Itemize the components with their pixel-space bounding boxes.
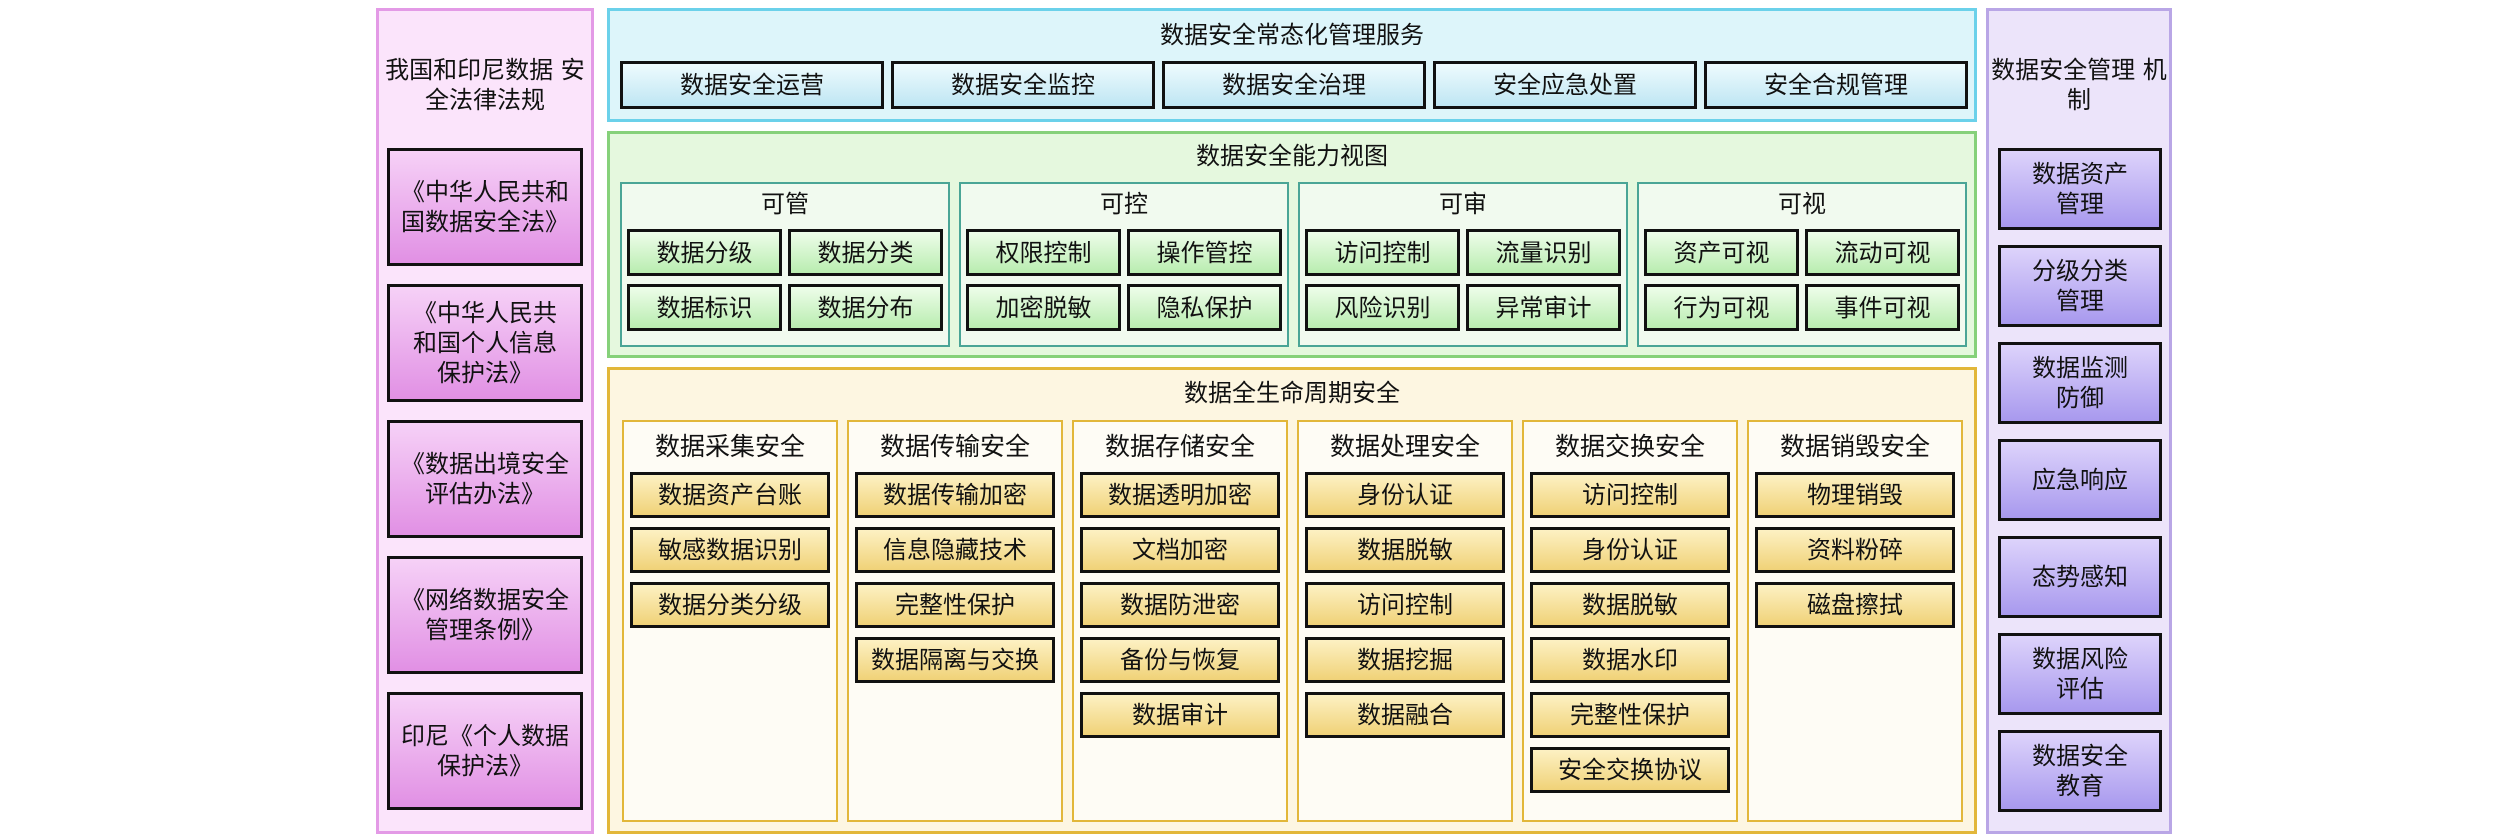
lifecycle-box: 数据融合 — [1305, 692, 1505, 738]
lifecycle-column-title: 数据采集安全 — [654, 432, 805, 461]
service-box: 数据安全运营 — [620, 61, 884, 109]
capability-group-controllable: 可控 权限控制 操作管控 加密脱敏 隐私保护 — [959, 182, 1289, 347]
service-box: 数据安全治理 — [1162, 61, 1426, 109]
law-box: 《中华人民共 和国个人信息 保护法》 — [387, 284, 583, 402]
lifecycle-box: 物理销毁 — [1755, 472, 1955, 518]
mechanism-box: 数据监测 防御 — [1998, 342, 2162, 424]
law-box: 印尼《个人数据 保护法》 — [387, 692, 583, 810]
capability-box: 隐私保护 — [1127, 284, 1282, 331]
services-title: 数据安全常态化管理服务 — [1160, 21, 1424, 49]
mechanism-box: 数据风险 评估 — [1998, 633, 2162, 715]
lifecycle-box: 身份认证 — [1305, 472, 1505, 518]
lifecycle-box: 数据分类分级 — [630, 582, 830, 628]
lifecycle-column-title: 数据销毁安全 — [1779, 432, 1930, 461]
capability-box: 数据分级 — [627, 229, 782, 276]
lifecycle-box: 备份与恢复 — [1080, 637, 1280, 683]
lifecycle-box: 数据审计 — [1080, 692, 1280, 738]
mechanism-box: 数据安全 教育 — [1998, 730, 2162, 812]
capability-box: 数据标识 — [627, 284, 782, 331]
lifecycle-box: 完整性保护 — [855, 582, 1055, 628]
lifecycle-box: 访问控制 — [1305, 582, 1505, 628]
capability-box: 事件可视 — [1805, 284, 1960, 331]
laws-title: 我国和印尼数据 安全法律法规 — [385, 56, 585, 114]
lifecycle-column-title: 数据传输安全 — [879, 432, 1030, 461]
lifecycle-box: 信息隐藏技术 — [855, 527, 1055, 573]
law-box: 《网络数据安全 管理条例》 — [387, 556, 583, 674]
lifecycle-column-exchange: 数据交换安全 访问控制 身份认证 数据脱敏 数据水印 完整性保护 安全交换协议 — [1522, 420, 1738, 822]
lifecycle-box: 数据水印 — [1530, 637, 1730, 683]
capability-group-manageable: 可管 数据分级 数据分类 数据标识 数据分布 — [620, 182, 950, 347]
lifecycle-box: 完整性保护 — [1530, 692, 1730, 738]
capability-box: 数据分布 — [788, 284, 943, 331]
service-box: 数据安全监控 — [891, 61, 1155, 109]
lifecycle-column-transmission: 数据传输安全 数据传输加密 信息隐藏技术 完整性保护 数据隔离与交换 — [847, 420, 1063, 822]
lifecycle-box: 数据挖掘 — [1305, 637, 1505, 683]
law-box: 《中华人民共和 国数据安全法》 — [387, 148, 583, 266]
lifecycle-column-storage: 数据存储安全 数据透明加密 文档加密 数据防泄密 备份与恢复 数据审计 — [1072, 420, 1288, 822]
lifecycle-box: 身份认证 — [1530, 527, 1730, 573]
capability-group-auditable: 可审 访问控制 流量识别 风险识别 异常审计 — [1298, 182, 1628, 347]
lifecycle-box: 数据隔离与交换 — [855, 637, 1055, 683]
capability-box: 风险识别 — [1305, 284, 1460, 331]
capability-box: 数据分类 — [788, 229, 943, 276]
service-box: 安全合规管理 — [1704, 61, 1968, 109]
capability-box: 权限控制 — [966, 229, 1121, 276]
mechanism-title: 数据安全管理 机制 — [1991, 56, 2167, 114]
lifecycle-box: 文档加密 — [1080, 527, 1280, 573]
lifecycle-column-collection: 数据采集安全 数据资产台账 敏感数据识别 数据分类分级 — [622, 420, 838, 822]
capability-box: 流量识别 — [1466, 229, 1621, 276]
lifecycle-box: 数据脱敏 — [1530, 582, 1730, 628]
capability-group-title: 可管 — [761, 190, 809, 218]
lifecycle-column-title: 数据处理安全 — [1329, 432, 1480, 461]
lifecycle-column-title: 数据交换安全 — [1554, 432, 1705, 461]
mechanism-box: 数据资产 管理 — [1998, 148, 2162, 230]
lifecycle-box: 数据传输加密 — [855, 472, 1055, 518]
lifecycle-box: 敏感数据识别 — [630, 527, 830, 573]
capability-box: 操作管控 — [1127, 229, 1282, 276]
lifecycle-column-destruction: 数据销毁安全 物理销毁 资料粉碎 磁盘擦拭 — [1747, 420, 1963, 822]
capability-box: 资产可视 — [1644, 229, 1799, 276]
lifecycle-box: 资料粉碎 — [1755, 527, 1955, 573]
lifecycle-panel: 数据全生命周期安全 数据采集安全 数据资产台账 敏感数据识别 数据分类分级 数据… — [607, 367, 1977, 834]
mechanism-panel: 数据安全管理 机制 数据资产 管理 分级分类 管理 数据监测 防御 应急响应 态… — [1986, 8, 2172, 834]
lifecycle-box: 数据资产台账 — [630, 472, 830, 518]
mechanism-box: 分级分类 管理 — [1998, 245, 2162, 327]
law-box: 《数据出境安全 评估办法》 — [387, 420, 583, 538]
capability-box: 加密脱敏 — [966, 284, 1121, 331]
lifecycle-box: 磁盘擦拭 — [1755, 582, 1955, 628]
capability-group-title: 可控 — [1100, 190, 1148, 218]
lifecycle-title: 数据全生命周期安全 — [1184, 379, 1400, 407]
mechanism-box: 态势感知 — [1998, 536, 2162, 618]
service-box: 安全应急处置 — [1433, 61, 1697, 109]
lifecycle-box: 数据透明加密 — [1080, 472, 1280, 518]
lifecycle-column-processing: 数据处理安全 身份认证 数据脱敏 访问控制 数据挖掘 数据融合 — [1297, 420, 1513, 822]
lifecycle-box: 数据防泄密 — [1080, 582, 1280, 628]
capability-group-visible: 可视 资产可视 流动可视 行为可视 事件可视 — [1637, 182, 1967, 347]
lifecycle-column-title: 数据存储安全 — [1104, 432, 1255, 461]
capability-box: 流动可视 — [1805, 229, 1960, 276]
lifecycle-box: 安全交换协议 — [1530, 747, 1730, 793]
mechanism-box: 应急响应 — [1998, 439, 2162, 521]
lifecycle-box: 数据脱敏 — [1305, 527, 1505, 573]
capability-box: 行为可视 — [1644, 284, 1799, 331]
services-panel: 数据安全常态化管理服务 数据安全运营 数据安全监控 数据安全治理 安全应急处置 … — [607, 8, 1977, 122]
laws-panel: 我国和印尼数据 安全法律法规 《中华人民共和 国数据安全法》 《中华人民共 和国… — [376, 8, 594, 834]
capability-box: 异常审计 — [1466, 284, 1621, 331]
capability-panel: 数据安全能力视图 可管 数据分级 数据分类 数据标识 数据分布 可控 权限控制 … — [607, 131, 1977, 358]
lifecycle-box: 访问控制 — [1530, 472, 1730, 518]
capability-title: 数据安全能力视图 — [1196, 142, 1388, 170]
capability-box: 访问控制 — [1305, 229, 1460, 276]
capability-group-title: 可审 — [1439, 190, 1487, 218]
capability-group-title: 可视 — [1778, 190, 1826, 218]
